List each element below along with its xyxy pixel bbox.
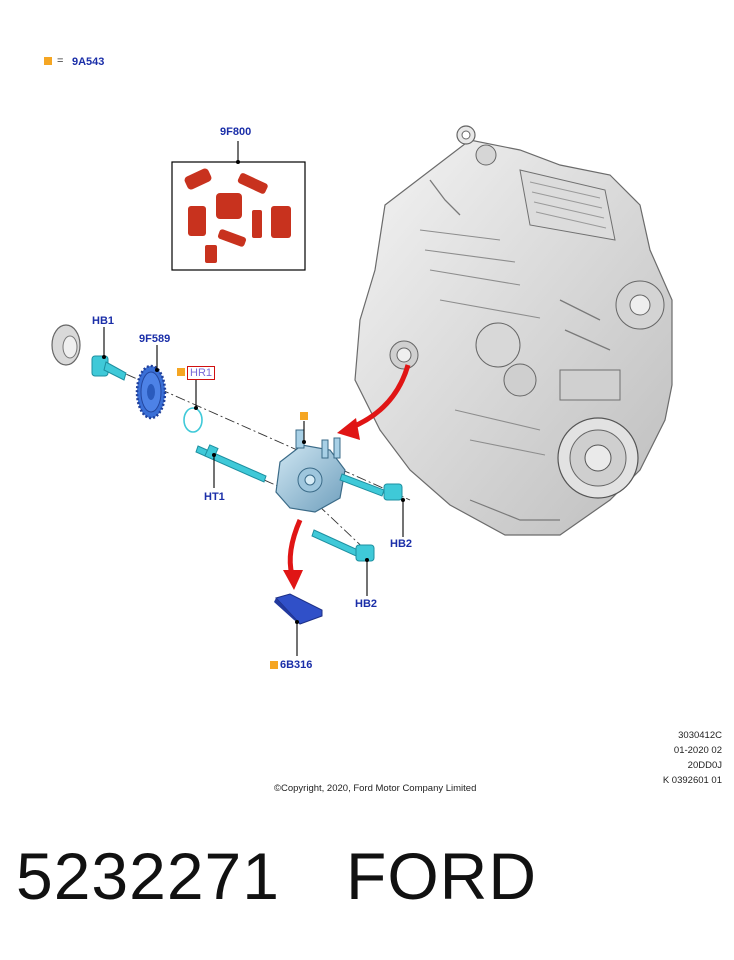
engine-assembly (354, 125, 673, 536)
callout-6b316-marker (270, 661, 278, 669)
arrow-to-cover (283, 518, 303, 590)
copyright-notice: ©Copyright, 2020, Ford Motor Company Lim… (274, 783, 477, 794)
info-line-2: 01-2020 02 (673, 745, 722, 756)
ht1-stud (195, 444, 267, 483)
plate-part (51, 324, 81, 366)
hb2-bolt-bottom (311, 529, 375, 562)
legend-code: 9A543 (72, 56, 105, 68)
seal-kit-box (171, 141, 306, 271)
leader-dots (102, 160, 405, 624)
vacuum-pump (275, 429, 346, 513)
hr1-o-ring (183, 407, 203, 433)
brand-name: FORD (346, 839, 537, 913)
9f589-gear (135, 364, 167, 420)
arrow-to-engine (337, 364, 411, 440)
6b316-cover (274, 593, 323, 625)
callout-6b316: 6B316 (280, 659, 313, 671)
part-number: 5232271 (16, 839, 280, 913)
info-line-4: K 0392601 01 (662, 775, 722, 786)
hb2-bolt-top (339, 473, 403, 501)
callout-9f800: 9F800 (220, 126, 252, 138)
callout-hr1-marker (177, 368, 185, 376)
info-line-1: 3030412C (678, 730, 722, 741)
hb1-bolt (91, 355, 127, 381)
callout-9f589: 9F589 (139, 333, 171, 345)
leader-lines (103, 327, 404, 656)
legend-equals: = (57, 55, 64, 67)
legend-marker (44, 57, 52, 65)
callout-hr1: HR1 (187, 366, 216, 380)
pump-marker (300, 412, 308, 420)
callout-hb1: HB1 (92, 315, 115, 327)
callout-hb2-top: HB2 (390, 538, 413, 550)
callout-ht1: HT1 (204, 491, 225, 503)
info-line-3: 20DD0J (687, 760, 722, 771)
callout-hb2-bottom: HB2 (355, 598, 378, 610)
